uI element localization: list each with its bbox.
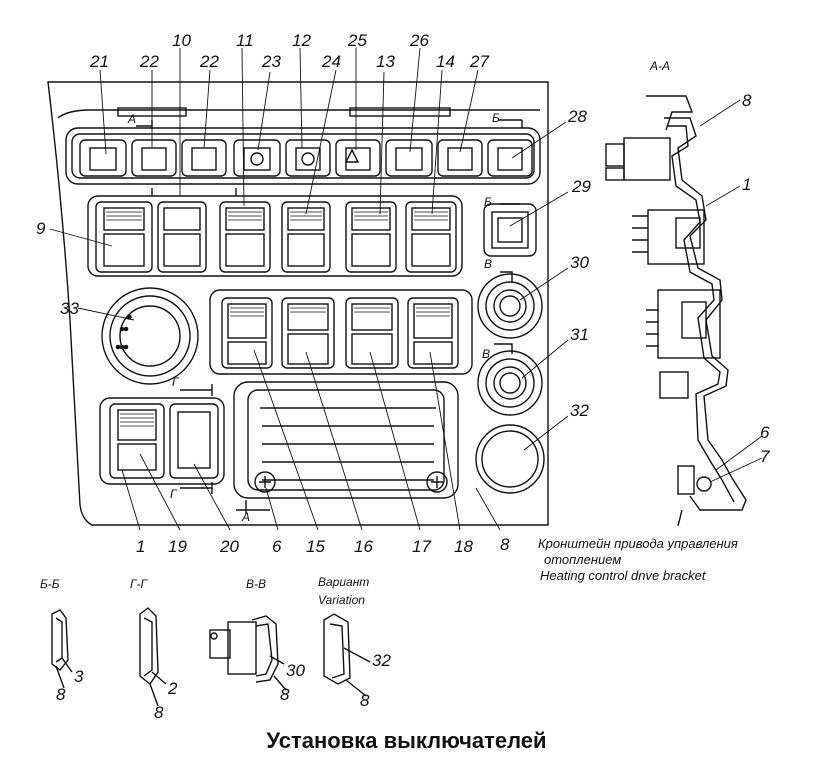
callout-27: 27 [470, 52, 489, 71]
callout-31: 31 [570, 325, 589, 344]
callout-18: 18 [454, 537, 473, 556]
callout-9: 9 [36, 219, 46, 238]
callout-8: 8 [360, 691, 370, 710]
callout-8: 8 [154, 703, 164, 722]
rocker-switches-row2 [221, 297, 459, 369]
heater-knob-33 [101, 287, 199, 385]
section-a-a-view [605, 95, 747, 527]
bracket-note-ru-1: Кронштейн привода управления [538, 536, 738, 551]
section-label-a-bottom: А [242, 510, 251, 524]
section-label-v2: В [482, 347, 491, 361]
callout-1: 1 [136, 537, 146, 556]
section-label-v1: В [484, 257, 493, 271]
callout-16: 16 [354, 537, 373, 556]
callout-2: 2 [168, 679, 178, 698]
callout-28: 28 [568, 107, 587, 126]
callout-22: 22 [140, 52, 159, 71]
section-g-g-view [139, 607, 167, 707]
drawing-title: Установка выключателей [266, 728, 547, 753]
callout-26: 26 [410, 31, 429, 50]
section-label-g2: Г [170, 487, 177, 501]
panel-outline [47, 81, 549, 526]
callout-23: 23 [262, 52, 281, 71]
callout-24: 24 [322, 52, 341, 71]
callout-29: 29 [572, 177, 591, 196]
section-label-a-top: А [128, 112, 137, 126]
callout-3: 3 [74, 667, 84, 686]
variation-label-ru: Вариант [318, 575, 370, 589]
section-title-bb: Б-Б [40, 577, 60, 591]
callout-30: 30 [570, 253, 589, 272]
callout-12: 12 [292, 31, 311, 50]
rocker-switches-row1 [95, 201, 457, 273]
section-v-v-view [209, 615, 287, 691]
callout-15: 15 [306, 537, 325, 556]
round-switch-31 [477, 350, 543, 416]
rocker-row-frame [87, 195, 463, 277]
callout-21: 21 [90, 52, 109, 71]
section-title-gg: Г-Г [130, 577, 148, 591]
callout-22: 22 [200, 52, 219, 71]
callout-7-side: 7 [760, 447, 770, 466]
callout-17: 17 [412, 537, 431, 556]
bracket-note-en: Heating control dnve bracket [540, 568, 706, 583]
section-title-vv: В-В [246, 577, 267, 591]
callout-13: 13 [376, 52, 395, 71]
round-switch-30 [477, 273, 543, 339]
callout-8: 8 [56, 685, 66, 704]
callout-8: 8 [500, 535, 510, 554]
callout-14: 14 [436, 52, 455, 71]
callout-32: 32 [372, 651, 391, 670]
variation-label-en: Variation [318, 593, 365, 607]
switch-19 [109, 403, 165, 479]
callout-30: 30 [286, 661, 305, 680]
callout-19: 19 [168, 537, 187, 556]
callout-32: 32 [570, 401, 589, 420]
callout-6: 6 [272, 537, 282, 556]
callout-8-side: 8 [742, 91, 752, 110]
section-variation-view [323, 613, 371, 697]
top-button-row-frame [65, 127, 541, 185]
section-label-b-top: Б [492, 111, 500, 125]
callout-10: 10 [172, 31, 191, 50]
callout-8: 8 [280, 685, 290, 704]
rocker-row2-frame [209, 289, 473, 375]
switch-19-20-frame [99, 397, 225, 485]
section-b-b-view [51, 609, 73, 689]
callout-25: 25 [348, 31, 367, 50]
callout-20: 20 [220, 537, 239, 556]
bracket-note-ru-2: отоплением [544, 552, 622, 567]
switch-20 [169, 403, 219, 479]
round-switch-32 [475, 424, 545, 494]
vent-grille-frame [233, 381, 459, 499]
section-label-g1: Г [172, 375, 179, 389]
callout-11: 11 [236, 31, 254, 50]
callout-6-side: 6 [760, 423, 770, 442]
section-label-aa: А-А [650, 59, 671, 73]
top-buttons [79, 139, 533, 177]
callout-1-side: 1 [742, 175, 752, 194]
callout-33: 33 [60, 299, 79, 318]
section-label-b-mid: Б [484, 195, 492, 209]
